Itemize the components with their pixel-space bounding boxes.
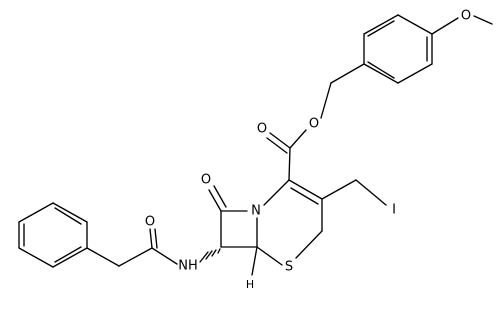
bond <box>330 63 365 84</box>
bond <box>269 132 291 149</box>
bond <box>256 246 283 266</box>
atom-labels: O O O N I O O NH S H <box>145 9 471 292</box>
bond <box>320 82 332 119</box>
bond <box>208 189 222 212</box>
bond <box>52 247 88 268</box>
wedge-hash <box>211 249 217 257</box>
wedge-hash <box>199 251 209 263</box>
hashed-wedge-bond <box>199 248 221 263</box>
bond <box>321 179 357 200</box>
bond <box>397 63 433 84</box>
bond <box>288 147 291 181</box>
atom-n-ring: N <box>251 204 261 219</box>
atom-o-methoxy: O <box>461 9 471 24</box>
bonds <box>18 14 493 276</box>
bond <box>251 246 258 276</box>
bond <box>266 137 288 154</box>
bond <box>149 228 153 249</box>
bond <box>355 179 387 206</box>
bond <box>367 61 395 79</box>
bond <box>151 247 178 265</box>
bond <box>213 185 227 208</box>
bond <box>54 207 82 225</box>
atom-iodine: I <box>392 203 396 218</box>
bond <box>397 14 433 35</box>
wedge-hash <box>217 248 221 254</box>
atom-o-amide: O <box>145 215 155 230</box>
atom-stereo-h: H <box>246 278 254 291</box>
bond <box>288 179 323 200</box>
bond <box>154 228 158 249</box>
bond <box>18 247 54 268</box>
atom-sulfur: S <box>285 260 293 275</box>
bond <box>473 15 493 25</box>
wedge-hash <box>205 250 213 260</box>
bond <box>289 129 307 149</box>
atom-o-lactam: O <box>201 173 211 188</box>
bond <box>431 17 459 35</box>
bond <box>295 230 323 259</box>
bond <box>118 247 153 267</box>
bond <box>263 179 290 206</box>
bond <box>54 246 82 263</box>
bond <box>52 202 88 223</box>
bond <box>363 14 399 35</box>
atom-o-ester-carbonyl: O <box>257 122 267 137</box>
bond <box>363 63 399 84</box>
bond <box>367 20 395 37</box>
bond <box>290 187 319 205</box>
bond <box>86 247 120 267</box>
bond <box>18 202 54 223</box>
atom-o-ester-link: O <box>309 117 319 132</box>
atom-nh-amide: NH <box>178 259 198 274</box>
